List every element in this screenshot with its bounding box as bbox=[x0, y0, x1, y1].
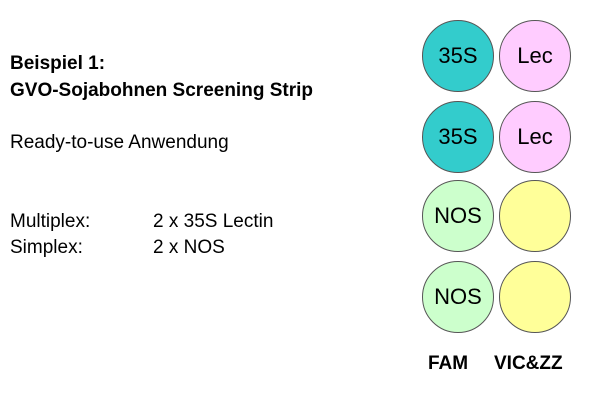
assay-value: 2 x NOS bbox=[153, 237, 225, 258]
subtitle: Ready-to-use Anwendung bbox=[10, 132, 229, 153]
well-nos: NOS bbox=[422, 180, 494, 252]
title-line-1: Beispiel 1: bbox=[10, 53, 106, 74]
title-line-2: GVO-Sojabohnen Screening Strip bbox=[10, 80, 313, 101]
well-nos: NOS bbox=[422, 261, 494, 333]
assay-label: Simplex: bbox=[10, 237, 83, 258]
well-empty bbox=[499, 261, 571, 333]
assay-label: Multiplex: bbox=[10, 211, 91, 232]
channel-label-fam: FAM bbox=[428, 353, 469, 374]
assay-value: 2 x 35S Lectin bbox=[153, 211, 274, 232]
well-lec: Lec bbox=[499, 101, 571, 173]
well-35s: 35S bbox=[422, 101, 494, 173]
well-empty bbox=[499, 180, 571, 252]
well-lec: Lec bbox=[499, 20, 571, 92]
well-35s: 35S bbox=[422, 20, 494, 92]
channel-label-vic-zz: VIC&ZZ bbox=[494, 353, 563, 374]
